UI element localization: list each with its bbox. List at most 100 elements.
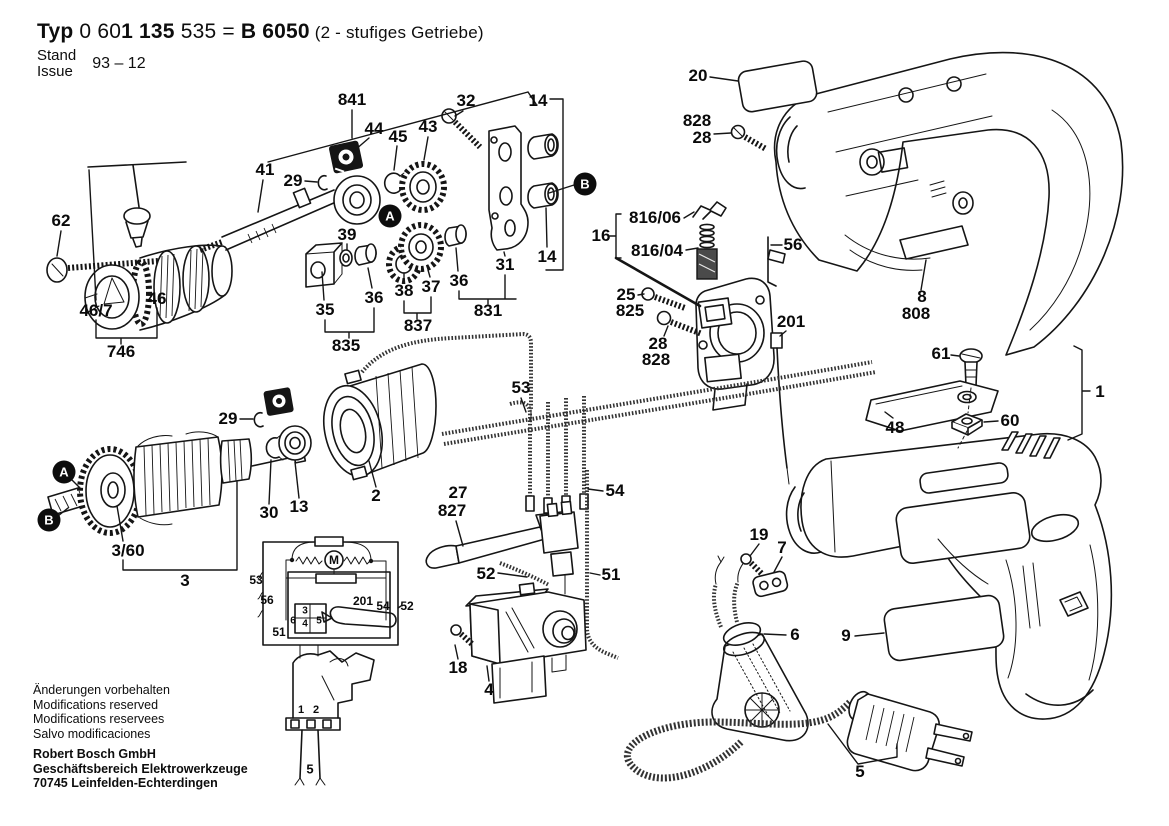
part-label-56: 56 — [260, 593, 274, 607]
part-label-825: 825 — [615, 301, 645, 320]
company-address-line: Geschäftsbereich Elektrowerkzeuge — [33, 761, 248, 776]
part-label-14: 14 — [537, 247, 557, 266]
modification-note-line: Salvo modificaciones — [33, 726, 151, 741]
switch-pictogram-drawing — [285, 650, 375, 786]
part-label-48: 48 — [885, 418, 905, 437]
part-label-M: M — [329, 553, 339, 567]
cord-leads-drawing — [711, 554, 750, 628]
part-label-56: 56 — [783, 235, 803, 254]
part-label-60: 60 — [1000, 411, 1020, 430]
washer-39-drawing — [339, 249, 353, 267]
label-sticker-8 — [899, 225, 969, 260]
part-label-827: 827 — [437, 501, 467, 520]
part-label-841: 841 — [337, 90, 367, 109]
strain-relief-drawing — [711, 622, 809, 742]
gear-43-drawing — [399, 161, 447, 213]
part-label-38: 38 — [394, 281, 414, 300]
company-address-line: 70745 Leinfelden-Echterdingen — [33, 776, 218, 790]
leader-lines — [56, 76, 1091, 765]
brush-clip-drawing — [692, 201, 727, 220]
assembly-point-badge-a: A — [52, 460, 76, 484]
part-label-9: 9 — [841, 626, 851, 645]
part-label-19: 19 — [749, 525, 769, 544]
part-label-828: 828 — [682, 111, 712, 130]
grease-pack-top-drawing — [328, 140, 364, 174]
part-label-27: 27 — [448, 483, 468, 502]
modification-note-line: Modifications reservees — [33, 712, 165, 726]
part-label-28: 28 — [692, 128, 712, 147]
part-label-46-7: 46/7 — [79, 301, 113, 320]
part-label-35: 35 — [315, 300, 335, 319]
part-label-20: 20 — [688, 66, 708, 85]
screw-62-drawing — [46, 257, 159, 283]
screw-18-drawing — [450, 624, 475, 647]
screw-25-drawing — [641, 287, 687, 311]
bearing-14-bottom-drawing — [527, 182, 559, 209]
screw-61-drawing — [959, 348, 983, 387]
type-line-segment: 535 = — [174, 20, 241, 43]
wiring-schematic-drawing — [257, 536, 399, 659]
part-label-18: 18 — [448, 658, 468, 677]
part-label-39: 39 — [337, 225, 357, 244]
part-label-52: 52 — [476, 564, 496, 583]
type-line-segment: Typ — [37, 20, 80, 43]
part-label-5: 5 — [316, 615, 322, 627]
block-35-drawing — [305, 242, 343, 288]
part-label-29: 29 — [218, 409, 238, 428]
type-line-segment: B 6050 — [240, 20, 310, 43]
part-label-28: 28 — [648, 334, 668, 353]
part-label-29: 29 — [283, 171, 303, 190]
part-label-54: 54 — [376, 599, 390, 613]
spindle-drawing — [198, 187, 337, 253]
part-label-25: 25 — [616, 285, 636, 304]
part-label-45: 45 — [388, 127, 408, 146]
part-label-53: 53 — [249, 573, 263, 587]
carbon-brush-drawing — [696, 223, 718, 280]
part-label-5: 5 — [855, 762, 865, 781]
armature-drawing — [47, 431, 307, 536]
part-label-4: 4 — [484, 680, 494, 699]
part-label-32: 32 — [456, 91, 476, 110]
label-sticker-9 — [883, 594, 1005, 662]
gear-37-38-drawing — [386, 222, 444, 284]
part-label-51: 51 — [601, 565, 621, 584]
grease-pack-mid-drawing — [263, 387, 294, 416]
type-line-segment: 0 60 — [79, 20, 122, 43]
stator-wires-drawing — [360, 331, 877, 660]
part-label-2: 2 — [312, 704, 320, 716]
part-label-746: 746 — [106, 342, 136, 361]
screw-32-drawing — [441, 108, 483, 150]
part-label-37: 37 — [421, 277, 441, 296]
bearing-13-drawing — [278, 425, 312, 461]
part-label-837: 837 — [403, 316, 433, 335]
screw-28-drawing — [656, 310, 704, 337]
part-label-51: 51 — [272, 625, 286, 639]
part-label-43: 43 — [418, 117, 438, 136]
part-label-831: 831 — [473, 301, 503, 320]
assembly-point-badge-b: B — [37, 508, 61, 532]
part-label-36: 36 — [364, 288, 384, 307]
part-label-14: 14 — [528, 91, 548, 110]
part-label-16: 16 — [591, 226, 611, 245]
part-label-808: 808 — [901, 304, 931, 323]
assembly-point-badge-b: B — [573, 172, 597, 196]
plug-drawing — [846, 690, 973, 772]
part-label-3: 3 — [302, 605, 308, 617]
part-label-3-60: 3/60 — [111, 541, 145, 560]
part-label-4: 4 — [302, 618, 308, 630]
part-label-1: 1 — [297, 704, 305, 716]
part-label-31: 31 — [495, 255, 515, 274]
part-label-201: 201 — [776, 312, 806, 331]
clamp-7-drawing — [752, 570, 789, 598]
ring-29-mid-drawing — [253, 411, 264, 428]
part-label-3: 3 — [180, 571, 190, 590]
part-label-13: 13 — [289, 497, 309, 516]
stand-label: Stand — [37, 47, 77, 64]
screw-828-top-drawing — [730, 124, 768, 152]
part-label-828: 828 — [641, 350, 671, 369]
type-line-segment: 1 135 — [121, 20, 175, 43]
bearing-plate-31-drawing — [488, 125, 529, 251]
